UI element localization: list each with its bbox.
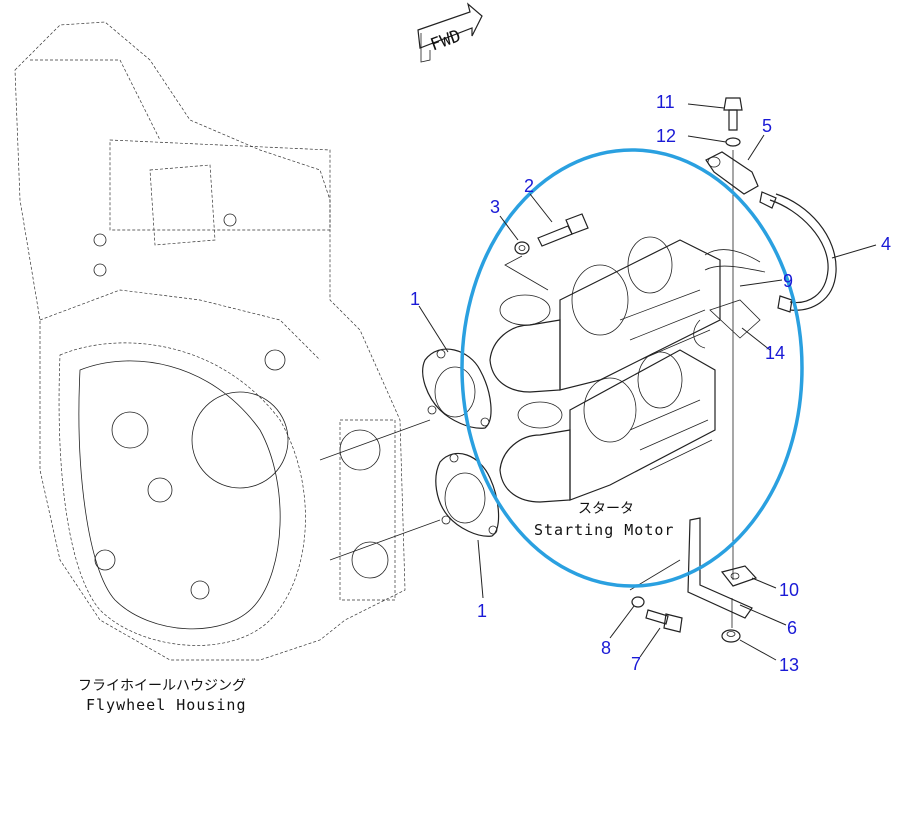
washer-3	[514, 241, 530, 255]
starting-motor-highlight	[460, 148, 804, 588]
terminal-5	[705, 151, 759, 195]
gasket-upper	[422, 348, 492, 429]
washer-8	[631, 596, 645, 608]
clamp-10	[720, 565, 758, 587]
bolt-7	[645, 609, 683, 633]
flywheel-housing-drawing	[14, 21, 441, 661]
callout-10: 10	[779, 580, 799, 600]
callout-12: 12	[656, 126, 676, 146]
starting-motor-label-jp: スタータ	[578, 501, 634, 517]
callout-1-lower: 1	[477, 601, 487, 621]
callout-leaders	[418, 103, 877, 661]
gasket-lower	[435, 452, 500, 537]
callout-1-upper: 1	[410, 289, 420, 309]
nut-13	[721, 629, 741, 643]
fwd-arrow: FWD	[417, 2, 483, 63]
cable-4	[759, 191, 837, 313]
starting-motor-label-en: Starting Motor	[534, 521, 674, 539]
starting-motor-lower	[499, 349, 716, 503]
bolt-guide-line	[504, 255, 549, 291]
callout-5: 5	[762, 116, 772, 136]
callout-3: 3	[490, 197, 500, 217]
callout-8: 8	[601, 638, 611, 658]
flywheel-housing-label-jp: フライホイールハウジング	[78, 678, 246, 694]
callout-6: 6	[787, 618, 797, 638]
callout-7: 7	[631, 654, 641, 674]
harness-14	[693, 299, 761, 349]
callout-9: 9	[783, 271, 793, 291]
fwd-label: FWD	[428, 26, 464, 55]
callout-2: 2	[524, 176, 534, 196]
flywheel-housing-label-en: Flywheel Housing	[86, 696, 247, 714]
bolt-2	[537, 213, 589, 247]
callout-4: 4	[881, 234, 891, 254]
callout-11: 11	[656, 92, 675, 112]
bolt-11	[723, 97, 743, 131]
washer-12	[725, 137, 741, 147]
bracket-6	[687, 517, 753, 619]
callout-14: 14	[765, 343, 785, 363]
starting-motor-upper	[489, 236, 766, 393]
callout-13: 13	[779, 655, 799, 675]
